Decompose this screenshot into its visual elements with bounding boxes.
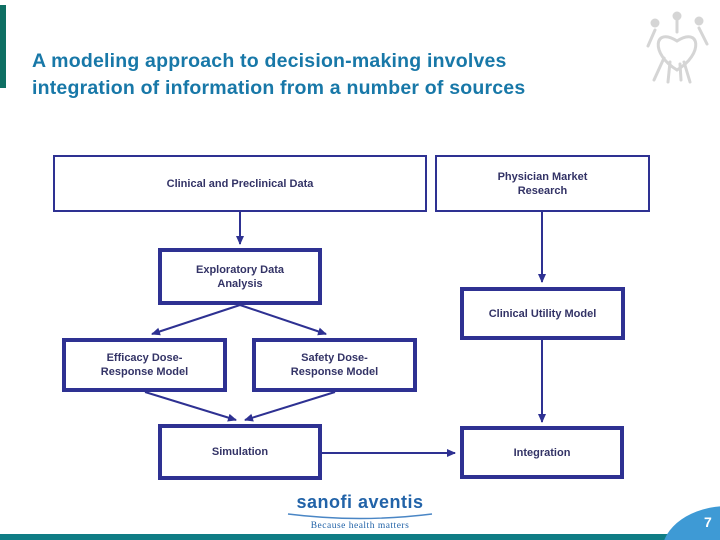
sanofi-aventis-logo: sanofi aventis Because health matters bbox=[270, 492, 450, 531]
sanofi-figures-icon bbox=[646, 11, 709, 84]
slide-title-line2: integration of information from a number… bbox=[32, 77, 526, 99]
slide-title: A modeling approach to decision-making i… bbox=[32, 48, 652, 102]
arrow-exploratory-to-efficacy bbox=[151, 304, 241, 336]
bottom-accent-bar bbox=[0, 534, 720, 540]
logo-swoosh bbox=[287, 513, 433, 520]
box-label: Simulation bbox=[211, 446, 269, 458]
box-label: Efficacy Dose-Response Model bbox=[100, 352, 189, 378]
box-integration: Integration bbox=[460, 426, 624, 479]
box-simulation: Simulation bbox=[158, 424, 322, 480]
box-label: Integration bbox=[513, 446, 571, 459]
box-label: Clinical and Preclinical Data bbox=[166, 177, 314, 190]
arrow-efficacy-to-simulation bbox=[144, 391, 237, 422]
box-efficacy-dose-response-model: Efficacy Dose-Response Model bbox=[62, 338, 227, 392]
box-safety-dose-response-model: Safety Dose-Response Model bbox=[252, 338, 417, 392]
box-clinical-and-preclinical-data: Clinical and Preclinical Data bbox=[53, 155, 427, 212]
box-clinical-utility-model: Clinical Utility Model bbox=[460, 287, 625, 340]
box-label: Safety Dose-Response Model bbox=[290, 352, 379, 378]
box-label: Clinical Utility Model bbox=[488, 307, 597, 320]
slide-title-line1: A modeling approach to decision-making i… bbox=[32, 50, 507, 72]
box-label: Physician Market Research bbox=[497, 170, 588, 197]
arrow-exploratory-to-safety bbox=[239, 304, 327, 336]
sanofi-aventis-wordmark: sanofi aventis bbox=[296, 492, 424, 512]
page-number: 7 bbox=[704, 514, 712, 530]
box-physician-market-research: Physician Market Research bbox=[435, 155, 650, 212]
sanofi-tagline: Because health matters bbox=[310, 521, 410, 531]
left-accent-bar bbox=[0, 5, 6, 88]
box-label: Exploratory Data Analysis bbox=[195, 263, 285, 290]
box-exploratory-data-analysis: Exploratory Data Analysis bbox=[158, 248, 322, 305]
arrow-safety-to-simulation bbox=[244, 391, 336, 422]
